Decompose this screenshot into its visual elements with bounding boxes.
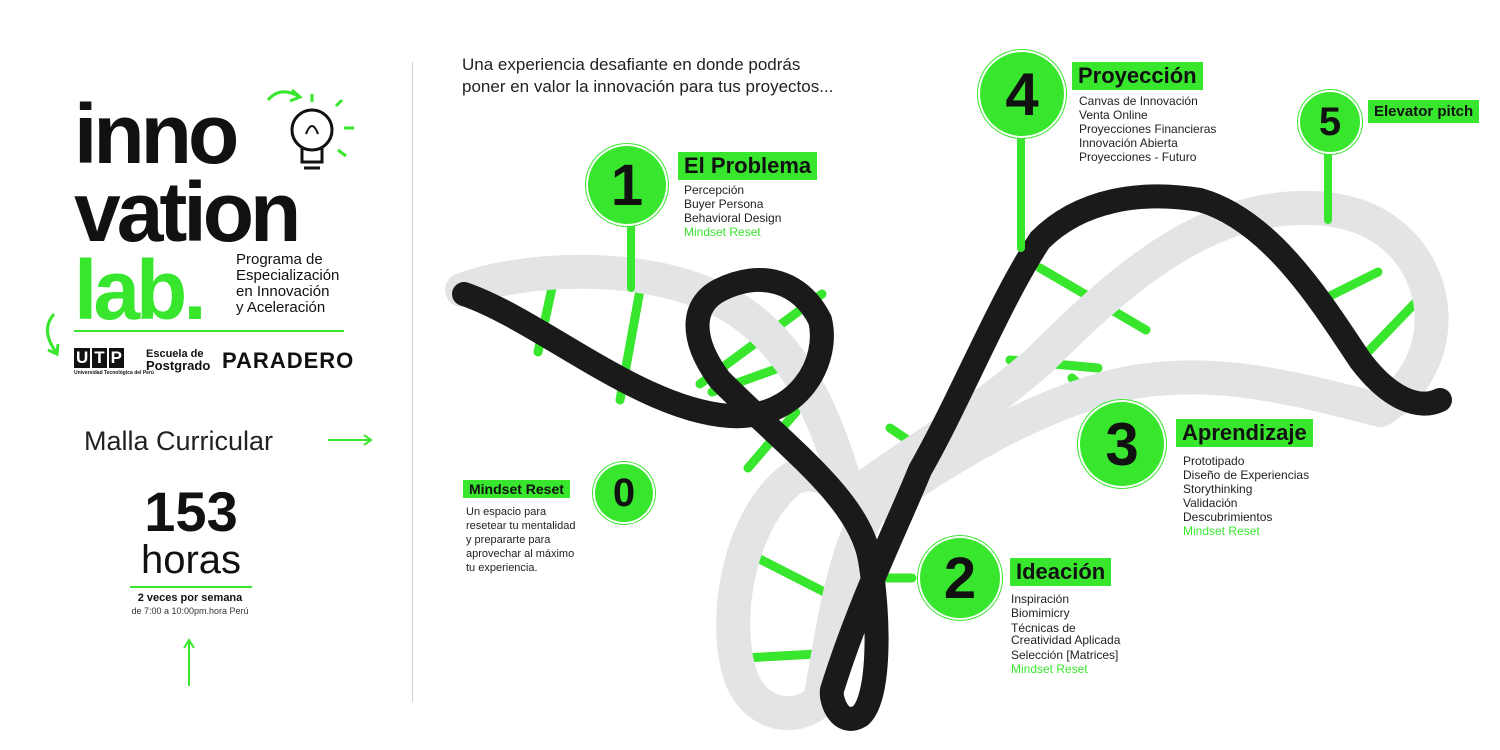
stage-3-topics: Prototipado Diseño de Experiencias Story… xyxy=(1183,454,1310,538)
frequency-text: 2 veces por semana xyxy=(137,592,243,604)
stage-5-circle[interactable]: 5 xyxy=(1298,90,1362,154)
logo-line-lab: lab. xyxy=(74,243,207,337)
stage-0-circle[interactable]: 0 xyxy=(593,462,655,524)
stage-4-title: Proyección xyxy=(1072,62,1203,90)
stage-4-circle[interactable]: 4 xyxy=(978,50,1066,138)
paradero-logo: PARADERO xyxy=(222,348,355,373)
stage-3-title: Aprendizaje xyxy=(1176,419,1313,447)
hours-unit: horas xyxy=(140,538,242,582)
logo-line-vation: vation xyxy=(74,165,301,259)
program-tagline: Programa de Especialización en Innovació… xyxy=(236,251,340,316)
panel-divider xyxy=(412,62,413,702)
stage-stems xyxy=(627,126,1332,292)
logo-line-inno: inno xyxy=(74,87,239,181)
arrow-right-icon xyxy=(328,434,373,446)
stage-2-circle[interactable]: 2 xyxy=(918,536,1002,620)
stage-1-circle[interactable]: 1 xyxy=(586,144,668,226)
curved-arrow-icon xyxy=(46,313,60,357)
logo-divider xyxy=(74,330,344,332)
stage-0-description: Un espacio para resetear tu mentalidad y… xyxy=(466,506,576,574)
stage-3-circle[interactable]: 3 xyxy=(1078,400,1166,488)
malla-curricular-label: Malla Curricular xyxy=(84,426,274,456)
stage-5-title: Elevator pitch xyxy=(1368,100,1480,123)
arrow-up-icon xyxy=(183,638,195,686)
lightbulb-icon xyxy=(266,88,354,170)
stage-0-title: Mindset Reset xyxy=(463,480,570,498)
hours-number: 153 xyxy=(144,480,238,543)
stage-1-topics: Percepción Buyer Persona Behavioral Desi… xyxy=(684,183,782,239)
stage-2-title: Ideación xyxy=(1010,558,1112,586)
escuela-postgrado-label: Escuela de Postgrado xyxy=(146,348,211,373)
stage-4-topics: Canvas de Innovación Venta Online Proyec… xyxy=(1079,94,1217,164)
stage-1-title: El Problema xyxy=(678,152,818,180)
intro-text: Una experiencia desafiante en donde podr… xyxy=(462,55,834,96)
malla-curricular-link[interactable]: Malla Curricular xyxy=(84,426,273,457)
hours-underline xyxy=(130,586,252,588)
schedule-text: de 7:00 a 10:00pm.hora Perú xyxy=(131,606,249,616)
helix-strand-dark xyxy=(452,184,1452,731)
stage-2-topics: Inspiración Biomimicry Técnicas de Creat… xyxy=(1011,592,1121,676)
